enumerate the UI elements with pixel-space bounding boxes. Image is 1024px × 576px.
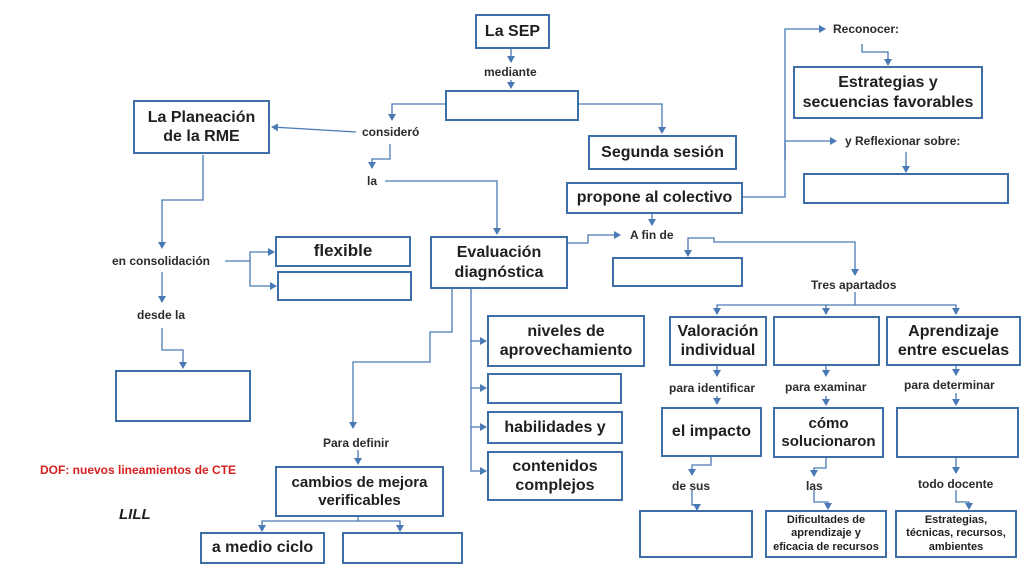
node-niveles-aprovechamiento: niveles de aprovechamiento [487,315,645,367]
label-reconocer: Reconocer: [833,22,900,36]
node-estrategias-favorables-text: Estrategias y secuencias favorables [802,74,974,111]
node-estrategias-tecnicas-text: Estrategias, técnicas, recursos, ambient… [906,514,1006,553]
node-como-solucionaron-text: cómo solucionaron [781,414,876,450]
connector-evaluacion-paradefinir [349,289,453,429]
node-el-impacto: el impacto [661,407,762,457]
label-reflexionar: y Reflexionar sobre: [845,134,961,148]
node-flexible: flexible [275,236,411,267]
node-estrategias-favorables: Estrategias y secuencias favorables [793,66,983,119]
node-dificultades: Dificultades de aprendizaje y eficacia d… [765,510,887,558]
label-para-determinar: para determinar [904,378,995,392]
label-las: las [806,479,823,493]
connector-afinde-tres [687,237,859,276]
connector-evaluacion-contenidos [470,427,487,475]
node-contenidos-complejos-text: contenidos complejos [512,457,598,494]
node-contenidos-complejos: contenidos complejos [487,451,623,501]
connector-propone-reflexionar [784,137,837,160]
node-blank-desdela [115,370,251,422]
note-signature: LILL [119,506,151,523]
node-niveles-aprovechamiento-text: niveles de aprovechamiento [499,322,633,359]
node-habilidades: habilidades y [487,411,623,444]
note-dof: DOF: nuevos lineamientos de CTE [40,463,237,477]
node-la-sep: La SEP [475,14,550,49]
label-a-fin-de: A fin de [630,228,674,242]
node-propone-colectivo: propone al colectivo [566,182,743,214]
connector-box-considero [388,103,445,121]
label-mediante: mediante [484,65,537,79]
node-segunda-sesion: Segunda sesión [588,135,737,170]
node-blank-apartado [773,316,880,366]
connector-considero-planeacion [271,123,357,133]
label-desde-la: desde la [137,308,186,322]
connector-tres-valoracion [713,292,856,315]
node-planeacion-rme-text: La Planeación de la RME [147,108,256,145]
node-blank-cambios [342,532,463,564]
node-valoracion-individual: Valoración individual [669,316,767,366]
label-la: la [367,174,378,188]
connector-todo-box [955,490,973,510]
connector-consolidacion-blank [249,261,277,290]
connector-evaluacion-blank [470,341,487,392]
node-blank-consolidacion [277,271,412,301]
label-para-identificar: para identificar [669,381,756,395]
connector-impacto-desus [688,457,712,476]
connector-evaluacion-habilidades [470,388,487,431]
node-evaluacion-diagnostica-text: Evaluación diagnóstica [454,244,544,281]
node-la-sep-text: La SEP [484,22,541,40]
node-blank-afinde [612,257,743,287]
node-planeacion-rme: La Planeación de la RME [133,100,270,154]
node-medio-ciclo: a medio ciclo [200,532,325,564]
node-blank-reflexionar [803,173,1009,204]
node-medio-ciclo-text: a medio ciclo [211,539,314,557]
connector-cambios-mediociclo [258,517,359,532]
node-evaluacion-diagnostica: Evaluación diagnóstica [430,236,568,289]
connector-la-evaluacion [385,180,501,235]
node-estrategias-tecnicas: Estrategias, técnicas, recursos, ambient… [895,510,1017,558]
connector-consolidacion-flexible [225,248,275,262]
label-considero: consideró [362,125,420,139]
label-en-consolidacion: en consolidación [112,254,211,268]
label-para-definir: Para definir [323,436,390,450]
connector-como-las [810,458,827,477]
node-blank-mediante [445,90,579,121]
connector-planeacion-consolidacion [158,155,204,249]
node-como-solucionaron: cómo solucionaron [773,407,884,458]
node-el-impacto-text: el impacto [671,423,752,441]
node-blank-desus [639,510,753,558]
node-habilidades-text: habilidades y [504,418,606,436]
label-todo-docente: todo docente [918,477,994,491]
connector-las-box [813,490,832,510]
node-blank-evaluacion [487,373,622,404]
node-propone-colectivo-text: propone al colectivo [576,189,733,207]
node-valoracion-individual-text: Valoración individual [677,322,759,359]
connector-cambios-blank [358,520,404,532]
node-blank-determinar [896,407,1019,458]
node-cambios-mejora-text: cambios de mejora verificables [291,473,428,509]
connector-considero-la [368,144,391,169]
connector-desus-box [691,490,701,511]
label-de-sus: de sus [672,479,711,493]
connector-evaluacion-niveles [470,289,487,345]
node-segunda-sesion-text: Segunda sesión [601,143,724,161]
label-para-examinar: para examinar [785,380,867,394]
connector-reconocer-estrategias [861,44,892,66]
connector-box-segunda [579,103,666,134]
connector-desdela-box [161,328,187,369]
label-tres-apartados: Tres apartados [811,278,897,292]
node-cambios-mejora: cambios de mejora verificables [275,466,444,517]
connector-propone-reconocer [743,25,826,198]
node-aprendizaje-escuelas-text: Aprendizaje entre escuelas [897,322,1010,359]
node-aprendizaje-escuelas: Aprendizaje entre escuelas [886,316,1021,366]
connector-evaluacion-afinde [568,231,621,244]
node-dificultades-text: Dificultades de aprendizaje y eficacia d… [773,514,879,553]
connector-tres-aprendizaje [855,304,960,315]
node-flexible-text: flexible [313,241,373,261]
